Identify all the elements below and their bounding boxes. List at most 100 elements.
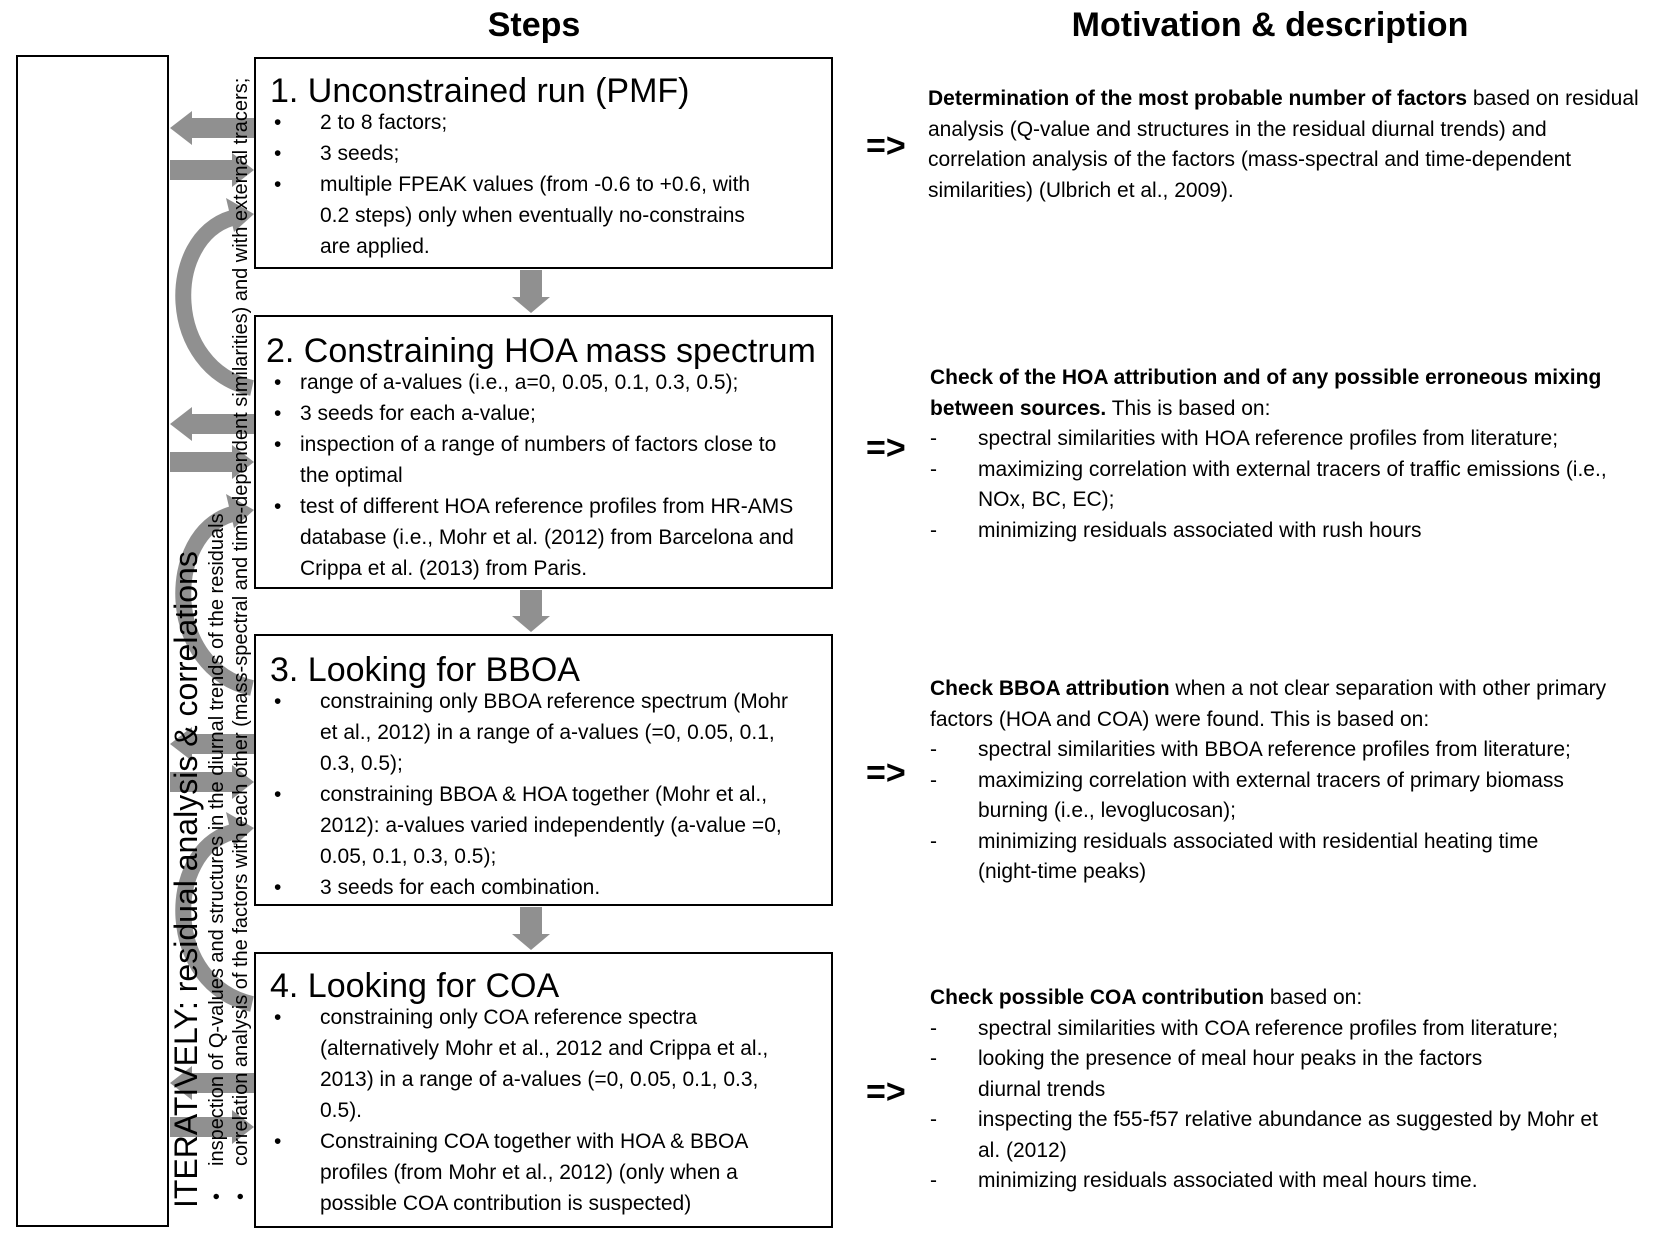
step-1-box: 1. Unconstrained run (PMF) • 2 to 8 fact… [254, 57, 833, 269]
feedback-arrow-right [170, 765, 254, 799]
step-bullet-text: constraining BBOA & HOA together (Mohr e… [320, 783, 782, 868]
description-2-rest: This is based on: [1106, 396, 1271, 420]
description-item: - inspecting the f55-f57 relative abundan… [930, 1105, 1650, 1166]
dash-marker: - [930, 829, 937, 853]
feedback-arrow-left [170, 111, 254, 145]
dash-marker: - [930, 518, 937, 542]
dash-marker: - [930, 427, 937, 450]
dash-marker: - [930, 457, 937, 481]
feedback-arrow-left [170, 407, 254, 441]
step-bullet: • test of different HOA reference profil… [270, 491, 821, 584]
description-item: - spectral similarities with HOA referenc… [930, 424, 1650, 455]
description-1-bold: Determination of the most probable numbe… [928, 87, 1468, 110]
bullet-marker: • [274, 142, 282, 165]
description-1-text: Determination of the most probable numbe… [928, 87, 1639, 202]
step-4-box: 4. Looking for COA • constraining only C… [254, 952, 833, 1228]
step-3-title: 3. Looking for BBOA [270, 651, 580, 689]
feedback-arrow-right [170, 445, 254, 479]
description-item: - maximizing correlation with external tr… [930, 455, 1650, 516]
bullet-marker: • [274, 783, 282, 806]
description-item-text: minimizing residuals associated with mea… [978, 1169, 1478, 1192]
description-3-text: Check BBOA attribution when a not clear … [930, 674, 1650, 735]
step-2-title: 2. Constraining HOA mass spectrum [266, 332, 816, 370]
bullet-marker: • [274, 402, 282, 425]
description-item: -minimizing residuals associated with re… [930, 827, 1650, 888]
bullet-marker: • [274, 1006, 282, 1029]
step-bullet-text: Constraining COA together with HOA & BBO… [320, 1130, 748, 1215]
step-bullet: • multiple FPEAK values (from -0.6 to +0… [270, 169, 821, 262]
iterative-bullet: • inspection of Q-values and structures … [205, 48, 229, 1208]
description-item-text: maximizing correlation with external tra… [978, 457, 1607, 512]
bullet-marker: • [206, 1192, 228, 1200]
description-item: - minimizing residuals associated with ru… [930, 516, 1650, 547]
description-item: - spectral similarities with BBOA referen… [930, 735, 1650, 766]
iterative-bullet-text: correlation analysis of the factors with… [230, 77, 252, 1166]
loop-arc-arrowhead [226, 198, 254, 232]
dash-marker: - [930, 1169, 937, 1192]
description-2: Check of the HOA attribution and of any … [930, 363, 1650, 546]
dash-marker: - [930, 738, 937, 761]
implies-arrow-3: => [866, 754, 906, 792]
description-4-text: Check possible COA contribution based on… [930, 983, 1650, 1014]
step-bullet: • range of a-values (i.e., a=0, 0.05, 0.… [270, 367, 821, 398]
description-item-text: spectral similarities with HOA reference… [978, 427, 1559, 450]
description-item-text: spectral similarities with BBOA referenc… [978, 738, 1571, 761]
loop-arc-arrowhead [226, 494, 254, 528]
feedback-arrow-right [170, 153, 254, 187]
description-1: Determination of the most probable numbe… [928, 84, 1648, 206]
bullet-marker: • [274, 1130, 282, 1153]
feedback-arrow-left [170, 1066, 254, 1100]
step-bullet: • 2 to 8 factors; [270, 107, 821, 138]
feedback-arrow-left [170, 727, 254, 761]
bullet-marker: • [274, 690, 282, 713]
bullet-marker: • [274, 876, 282, 899]
iterative-box [16, 55, 169, 1227]
steps-header: Steps [487, 6, 581, 44]
bullet-marker: • [274, 173, 282, 196]
step-1-title: 1. Unconstrained run (PMF) [270, 72, 690, 110]
implies-arrow-1: => [866, 127, 906, 165]
step-bullet: • inspection of a range of numbers of fa… [270, 429, 821, 491]
step-bullet-text: 3 seeds; [320, 142, 400, 165]
step-bullet-text: constraining only COA reference spectra … [320, 1006, 769, 1122]
step-bullet-text: 2 to 8 factors; [320, 111, 448, 134]
description-3-bold: Check BBOA attribution [930, 677, 1170, 700]
step-bullet: • 3 seeds for each combination. [270, 872, 821, 903]
loop-arc-arrow [175, 210, 255, 396]
step-bullet: • constraining only BBOA reference spect… [270, 686, 821, 779]
description-item-text: spectral similarities with COA reference… [978, 1016, 1559, 1040]
dash-marker: - [930, 1047, 937, 1070]
description-2-text: Check of the HOA attribution and of any … [930, 363, 1650, 424]
step-bullet-text: range of a-values (i.e., a=0, 0.05, 0.1,… [300, 371, 739, 394]
description-item-text: maximizing correlation with external tra… [978, 768, 1564, 823]
feedback-arrow-right [170, 1110, 254, 1144]
description-4-bold: Check possible COA contribution [930, 986, 1265, 1009]
bullet-marker: • [274, 371, 282, 394]
iterative-title: ITERATIVELY: residual analysis & correla… [168, 551, 204, 1208]
down-arrow [512, 270, 550, 313]
description-4-rest: based on: [1264, 986, 1363, 1009]
description-item-text: inspecting the f55-f57 relative abundanc… [978, 1108, 1598, 1162]
step-bullet: • Constraining COA together with HOA & B… [270, 1126, 821, 1219]
dash-marker: - [930, 768, 937, 792]
step-3-box: 3. Looking for BBOA • constraining only … [254, 634, 833, 906]
step-bullet-text: constraining only BBOA reference spectru… [320, 690, 789, 775]
motivation-header: Motivation & description [1071, 6, 1469, 44]
loop-arc-arrow [175, 824, 255, 1012]
description-item: -looking the presence of meal hour peaks… [930, 1044, 1650, 1105]
loop-arc-arrow [175, 506, 255, 696]
dash-marker: - [930, 1108, 937, 1131]
step-bullet: • constraining only COA reference spectr… [270, 1002, 821, 1126]
description-3: Check BBOA attribution when a not clear … [930, 674, 1650, 888]
description-2-bold: Check of the HOA attribution and of any … [930, 366, 1602, 420]
down-arrow [512, 907, 550, 950]
step-bullet-text: multiple FPEAK values (from -0.6 to +0.6… [320, 173, 751, 258]
description-4: Check possible COA contribution based on… [930, 983, 1650, 1197]
step-2-box: 2. Constraining HOA mass spectrum • rang… [254, 315, 833, 589]
down-arrow [512, 590, 550, 632]
description-item-text: minimizing residuals associated with rus… [978, 518, 1422, 542]
description-1-rest: based on residual analysis (Q-value and … [928, 87, 1639, 202]
step-4-title: 4. Looking for COA [270, 967, 560, 1005]
implies-arrow-2: => [866, 429, 906, 467]
